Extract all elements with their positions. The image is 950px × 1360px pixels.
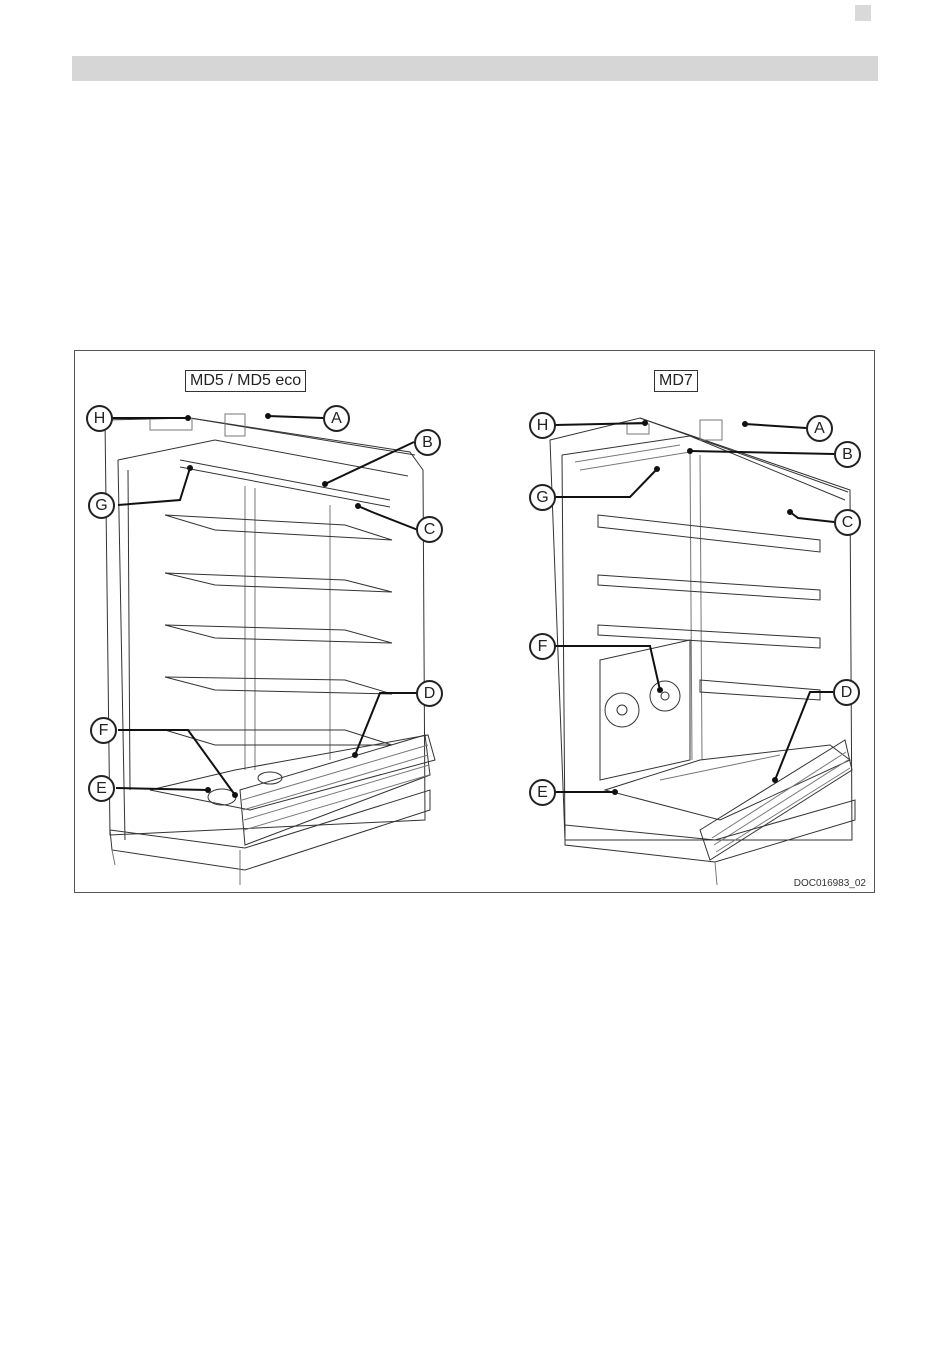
callout-right-d: D [833,679,860,706]
callout-left-c: C [416,516,443,543]
callout-right-e: E [529,779,556,806]
md5-cabinet-drawing [105,414,435,885]
callout-left-h: H [86,405,113,432]
right-model-label: MD7 [654,370,698,392]
left-model-label: MD5 / MD5 eco [185,370,306,392]
callout-left-a: A [323,405,350,432]
callout-right-b: B [834,441,861,468]
document-code: DOC016983_02 [794,878,866,889]
callout-left-b: B [414,429,441,456]
callout-left-e: E [88,775,115,802]
callout-right-f: F [529,633,556,660]
callout-left-d: D [416,680,443,707]
callout-left-g: G [88,492,115,519]
callout-right-h: H [529,412,556,439]
callout-right-a: A [806,415,833,442]
callout-left-f: F [90,717,117,744]
callout-right-c: C [834,509,861,536]
md7-cabinet-drawing [550,418,855,885]
callout-right-g: G [529,484,556,511]
